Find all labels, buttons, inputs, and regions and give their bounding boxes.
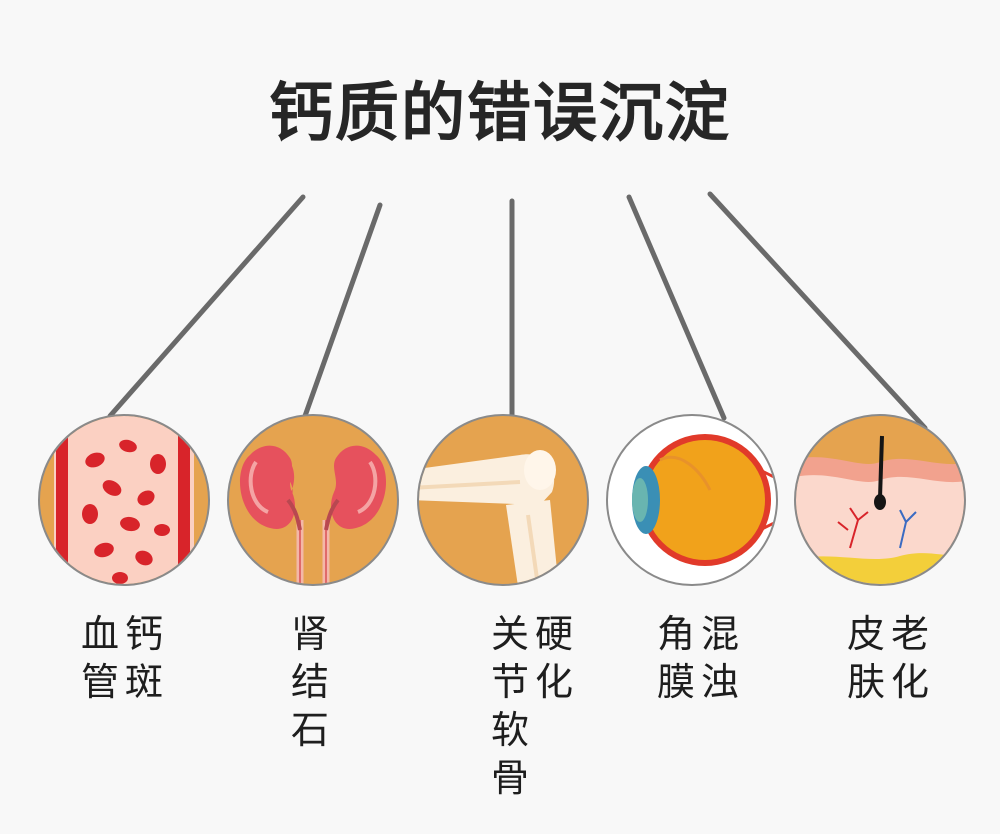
eye-icon xyxy=(606,414,778,586)
label-character: 化 xyxy=(534,660,573,704)
label-character: 膜 xyxy=(656,660,695,704)
label-character: 钙 xyxy=(124,612,163,656)
connector-line-kidney xyxy=(302,202,383,419)
label-cornea-opacity: 混浊 角膜 xyxy=(656,610,740,706)
label-kidney-stone: 肾结石 xyxy=(290,610,330,754)
label-column: 肾结石 xyxy=(290,610,330,754)
label-character: 化 xyxy=(890,660,929,704)
kidney-icon xyxy=(227,414,399,586)
label-vessel-calcification: 钙斑 血管 xyxy=(80,610,164,706)
label-column: 血管 xyxy=(80,610,120,706)
label-column: 硬化 xyxy=(534,610,574,802)
label-character: 血 xyxy=(80,612,119,656)
connector-line-vessel xyxy=(107,194,306,419)
skin-layer-icon xyxy=(794,414,966,586)
connector-lines xyxy=(107,191,928,431)
label-character: 老 xyxy=(890,612,929,656)
label-character: 管 xyxy=(80,660,119,704)
connector-line-eye xyxy=(626,194,727,421)
label-character: 皮 xyxy=(846,612,885,656)
label-column: 老化 xyxy=(890,610,930,706)
label-character: 软 xyxy=(490,708,529,752)
label-character: 骨 xyxy=(490,756,529,800)
connector-line-skin xyxy=(707,191,928,431)
label-skin-aging: 老化 皮肤 xyxy=(846,610,930,706)
label-character: 肤 xyxy=(846,660,885,704)
label-joint-cartilage-hardening: 硬化 关节软骨 xyxy=(490,610,574,802)
label-character: 硬 xyxy=(534,612,573,656)
label-character: 浊 xyxy=(700,660,739,704)
blood-vessel-icon xyxy=(38,414,210,586)
knee-joint-icon xyxy=(417,414,589,586)
label-character: 斑 xyxy=(124,660,163,704)
label-character: 肾 xyxy=(290,612,329,656)
label-column: 关节软骨 xyxy=(490,610,530,802)
page-title: 钙质的错误沉淀 xyxy=(269,77,731,151)
label-column: 角膜 xyxy=(656,610,696,706)
label-character: 关 xyxy=(490,612,529,656)
label-character: 石 xyxy=(290,708,329,752)
label-column: 混浊 xyxy=(700,610,740,706)
label-column: 钙斑 xyxy=(124,610,164,706)
label-character: 结 xyxy=(290,660,329,704)
label-character: 混 xyxy=(700,612,739,656)
label-character: 节 xyxy=(490,660,529,704)
label-character: 角 xyxy=(656,612,695,656)
label-column: 皮肤 xyxy=(846,610,886,706)
